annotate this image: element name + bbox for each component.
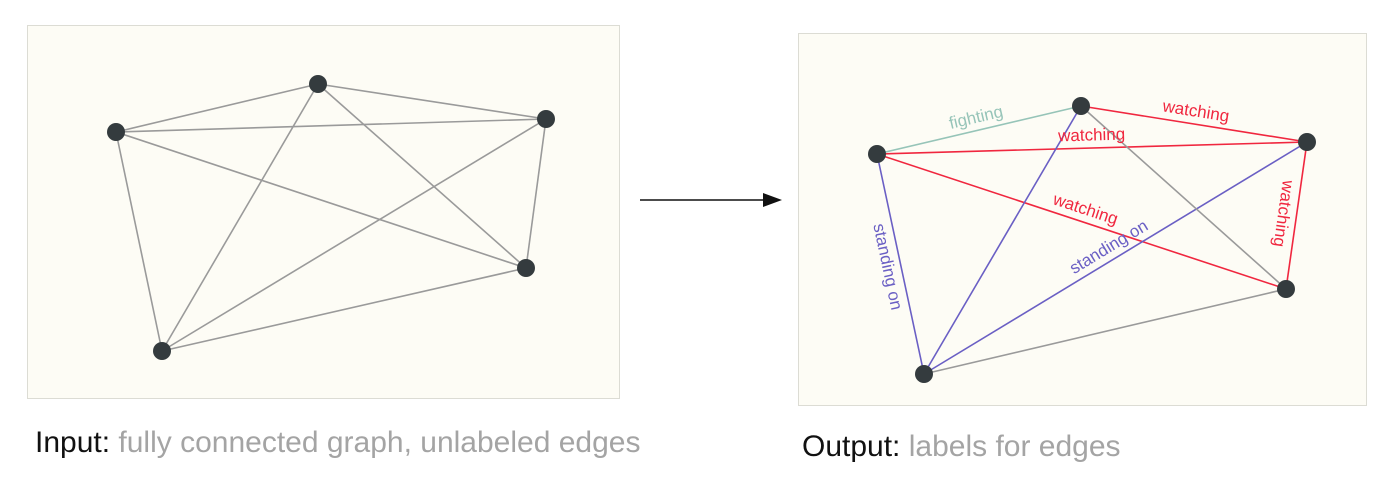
labeled-edge [1080,105,1287,290]
graph-edge [317,83,547,120]
graph-edge [115,131,163,352]
labeled-edge [876,153,1287,290]
input-caption-lead: Input: [35,426,111,459]
edge-label: watching [1057,125,1126,146]
graph-node [537,110,555,128]
graph-node [915,365,933,383]
graph-edge [317,83,527,269]
graph-node [153,342,171,360]
graph-edge [161,83,319,352]
labeled-edge [923,288,1287,375]
labeled-edge [876,105,1082,155]
edge-label: fighting [947,102,1005,133]
right-arrow-icon [640,193,782,207]
graph-node [1298,133,1316,151]
labeled-edge [1080,105,1308,143]
input-caption-description: fully connected graph, unlabeled edges [110,426,641,459]
output-caption: Output: labels for edges [802,432,1121,462]
graph-node [868,145,886,163]
graph-node [1072,97,1090,115]
graph-edge [161,267,527,352]
input-caption: Input: fully connected graph, unlabeled … [35,428,640,458]
graph-edge [115,83,319,133]
edge-label: watching [1160,96,1230,125]
labeled-edge [923,105,1082,375]
input-graph-panel [27,25,620,399]
output-caption-lead: Output: [802,430,901,463]
labeled-edge [1285,141,1308,290]
graph-node [1277,280,1295,298]
graph-edge [115,131,527,269]
labeled-edge [923,141,1308,375]
graph-node [309,75,327,93]
graph-edge [115,118,547,133]
labeled-edge [876,141,1308,155]
graph-edge [161,118,547,352]
graph-edge [525,118,547,269]
graph-node [517,259,535,277]
input-graph [107,75,555,360]
labeled-edge [876,153,925,375]
graph-node [107,123,125,141]
output-caption-description: labels for edges [900,430,1121,463]
